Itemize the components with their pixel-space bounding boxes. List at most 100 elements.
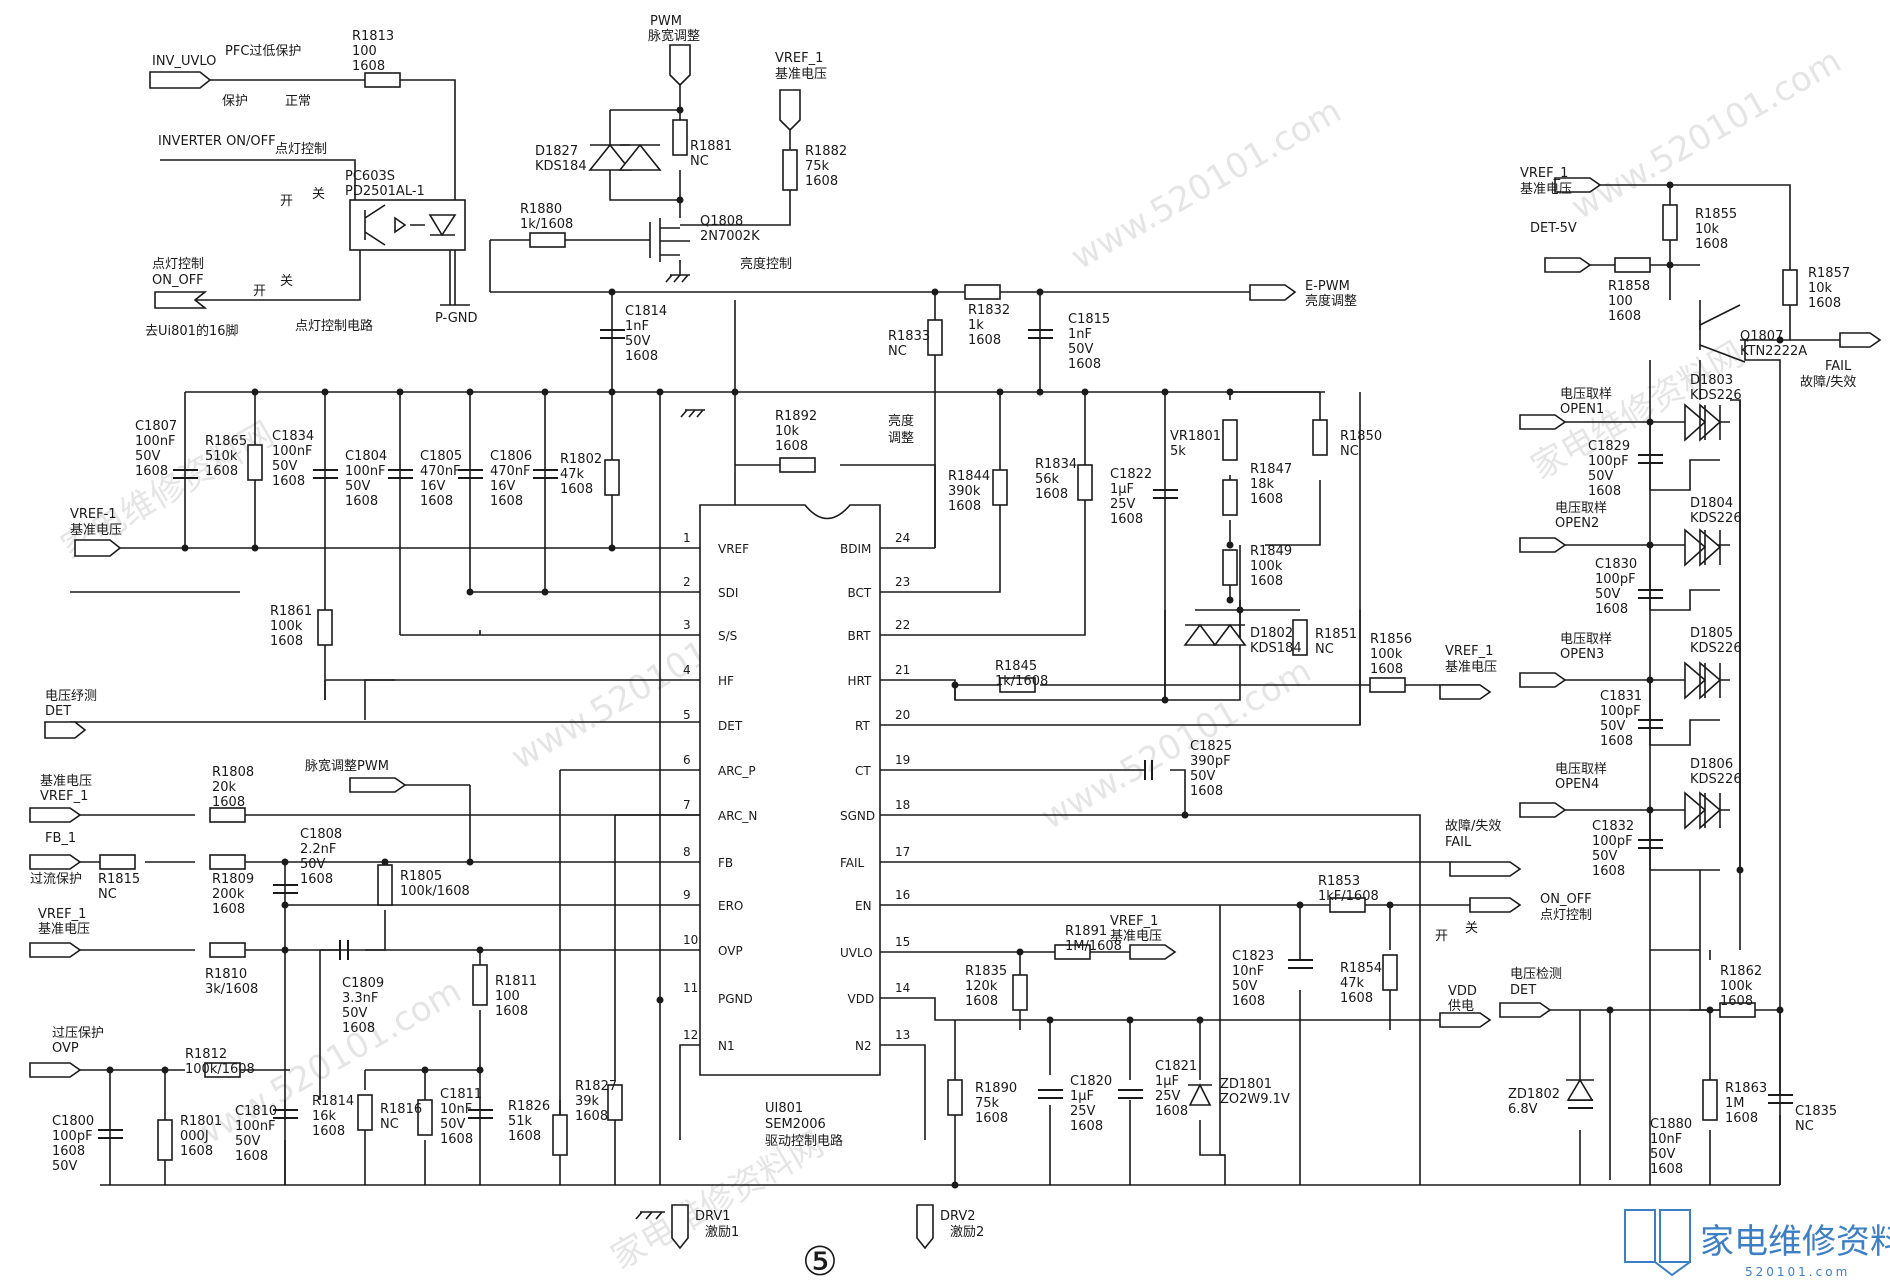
port-vref-top: VREF_1 (775, 51, 823, 66)
c1822-label: 1608 (1110, 512, 1143, 527)
c1835-label: NC (1795, 1119, 1814, 1134)
r1810-body (209, 942, 246, 958)
r1855-label: 10k (1695, 222, 1720, 237)
c1830-label: C1830 (1595, 557, 1637, 572)
port-vref10-cn: 基准电压 (38, 922, 90, 937)
port-open1-cn: 电压取样 (1560, 387, 1612, 402)
ic-pin-number: 14 (895, 981, 910, 995)
d1802-label: D1802 (1250, 626, 1293, 641)
r1854-label: R1854 (1340, 961, 1382, 976)
r1815-label: NC (98, 887, 117, 902)
c1820-label: 1608 (1070, 1119, 1103, 1134)
r1858-label: 100 (1608, 294, 1633, 309)
c1825-label: C1825 (1190, 739, 1232, 754)
r1813-label: 1608 (352, 59, 385, 74)
c1807-label: 50V (135, 449, 161, 464)
r1856-label: 1608 (1370, 662, 1403, 677)
r1862-label: 100k (1720, 979, 1753, 994)
r1845-body (999, 677, 1036, 693)
c1800-label: C1800 (52, 1114, 94, 1129)
port-det: DET (45, 704, 71, 719)
r1832-label: 1k (968, 318, 984, 333)
c1831-label: C1831 (1600, 689, 1642, 704)
label-close2: 关 (280, 274, 293, 289)
r1811-label: 1608 (495, 1004, 528, 1019)
r1861-label: 100k (270, 619, 303, 634)
ic-pin-number: 23 (895, 575, 910, 589)
c1808-label: 50V (300, 857, 326, 872)
zd1801-label: ZO2W9.1V (1220, 1092, 1290, 1107)
r1853-label: 1kF/1608 (1318, 889, 1379, 904)
r1814-label: R1814 (312, 1094, 354, 1109)
c1806-label: 16V (490, 479, 516, 494)
ic-pin-number: 8 (683, 845, 691, 859)
port-det-r: DET (1510, 983, 1536, 998)
pfc-note: PFC过低保护 (225, 44, 301, 59)
ic-part: SEM2006 (765, 1117, 826, 1132)
d1803-label: KDS226 (1690, 388, 1742, 403)
c1825-label: 1608 (1190, 784, 1223, 799)
r1880-body (529, 232, 566, 248)
r1814-body (357, 1094, 373, 1131)
r1849-label: 1608 (1250, 574, 1283, 589)
r1809-label: 200k (212, 887, 245, 902)
c1832-label: 100pF (1592, 834, 1633, 849)
r1813-label: 100 (352, 44, 377, 59)
c1809-label: 1608 (342, 1021, 375, 1036)
r1832-label: 1608 (968, 333, 1001, 348)
r1808-label: 20k (212, 780, 237, 795)
label-open1: 开 (280, 194, 293, 209)
label-to-u1801: 去Ui801的16脚 (145, 323, 238, 339)
junctions (106, 106, 1784, 1189)
r1865-body (247, 444, 263, 481)
r1847-label: R1847 (1250, 462, 1292, 477)
r1835-label: R1835 (965, 964, 1007, 979)
port-fb: FB_1 (45, 831, 76, 846)
port-pwm-mid: 脉宽调整PWM (305, 758, 389, 774)
site-logo: 家电维修资料网 520101.com (1624, 1209, 1890, 1279)
c1806-label: 470nF (490, 464, 531, 479)
label-open3: 开 (1435, 929, 1448, 944)
port-vdd-cn: 供电 (1448, 999, 1474, 1014)
r1810-label: 3k/1608 (205, 982, 258, 997)
q1807-label: Q1807 (1740, 329, 1783, 344)
ic-ref: UI801 (765, 1101, 803, 1116)
r1861-body (317, 609, 333, 646)
port-fail-r: FAIL (1825, 359, 1852, 374)
ic-pin-name: HF (718, 674, 734, 688)
r1834-label: 56k (1035, 472, 1060, 487)
ic-pin-name: ERO (718, 899, 743, 913)
r1854-label: 1608 (1340, 991, 1373, 1006)
c1815-label: 1608 (1068, 357, 1101, 372)
c1809-label: 3.3nF (342, 991, 378, 1006)
r1808-label: 1608 (212, 795, 245, 810)
label-brightness-adj2: 调整 (888, 431, 914, 446)
c1834-label: C1834 (272, 429, 314, 444)
c1805-label: C1805 (420, 449, 462, 464)
ic-pin-name: SDI (718, 586, 738, 600)
r1856-label: R1856 (1370, 632, 1412, 647)
c1821-label: 1608 (1155, 1104, 1188, 1119)
d1827-label: KDS184 (535, 159, 587, 174)
r1802-label: R1802 (560, 452, 602, 467)
port-fail-r-cn: 故障/失效 (1800, 375, 1856, 390)
zd1801-label: ZD1801 (1220, 1077, 1272, 1092)
r1850-body (1312, 419, 1328, 456)
c1821-label: 1μF (1155, 1074, 1179, 1089)
c1822-label: 25V (1110, 497, 1136, 512)
ic-pin-number: 7 (683, 798, 691, 812)
c1815-label: 50V (1068, 342, 1094, 357)
r1833-body (927, 319, 943, 356)
c1831-label: 50V (1600, 719, 1626, 734)
c1804-label: 1608 (345, 494, 378, 509)
label-close3: 关 (1465, 921, 1478, 936)
r1857-label: 10k (1808, 281, 1833, 296)
r1811-label: R1811 (495, 974, 537, 989)
r1833-label: NC (888, 344, 907, 359)
r1862-body (1719, 1002, 1756, 1018)
r1882-label: 1608 (805, 174, 838, 189)
r1857-body (1782, 269, 1798, 306)
r1892-label: 1608 (775, 439, 808, 454)
ic-pin-number: 22 (895, 618, 910, 632)
r1856-label: 100k (1370, 647, 1403, 662)
